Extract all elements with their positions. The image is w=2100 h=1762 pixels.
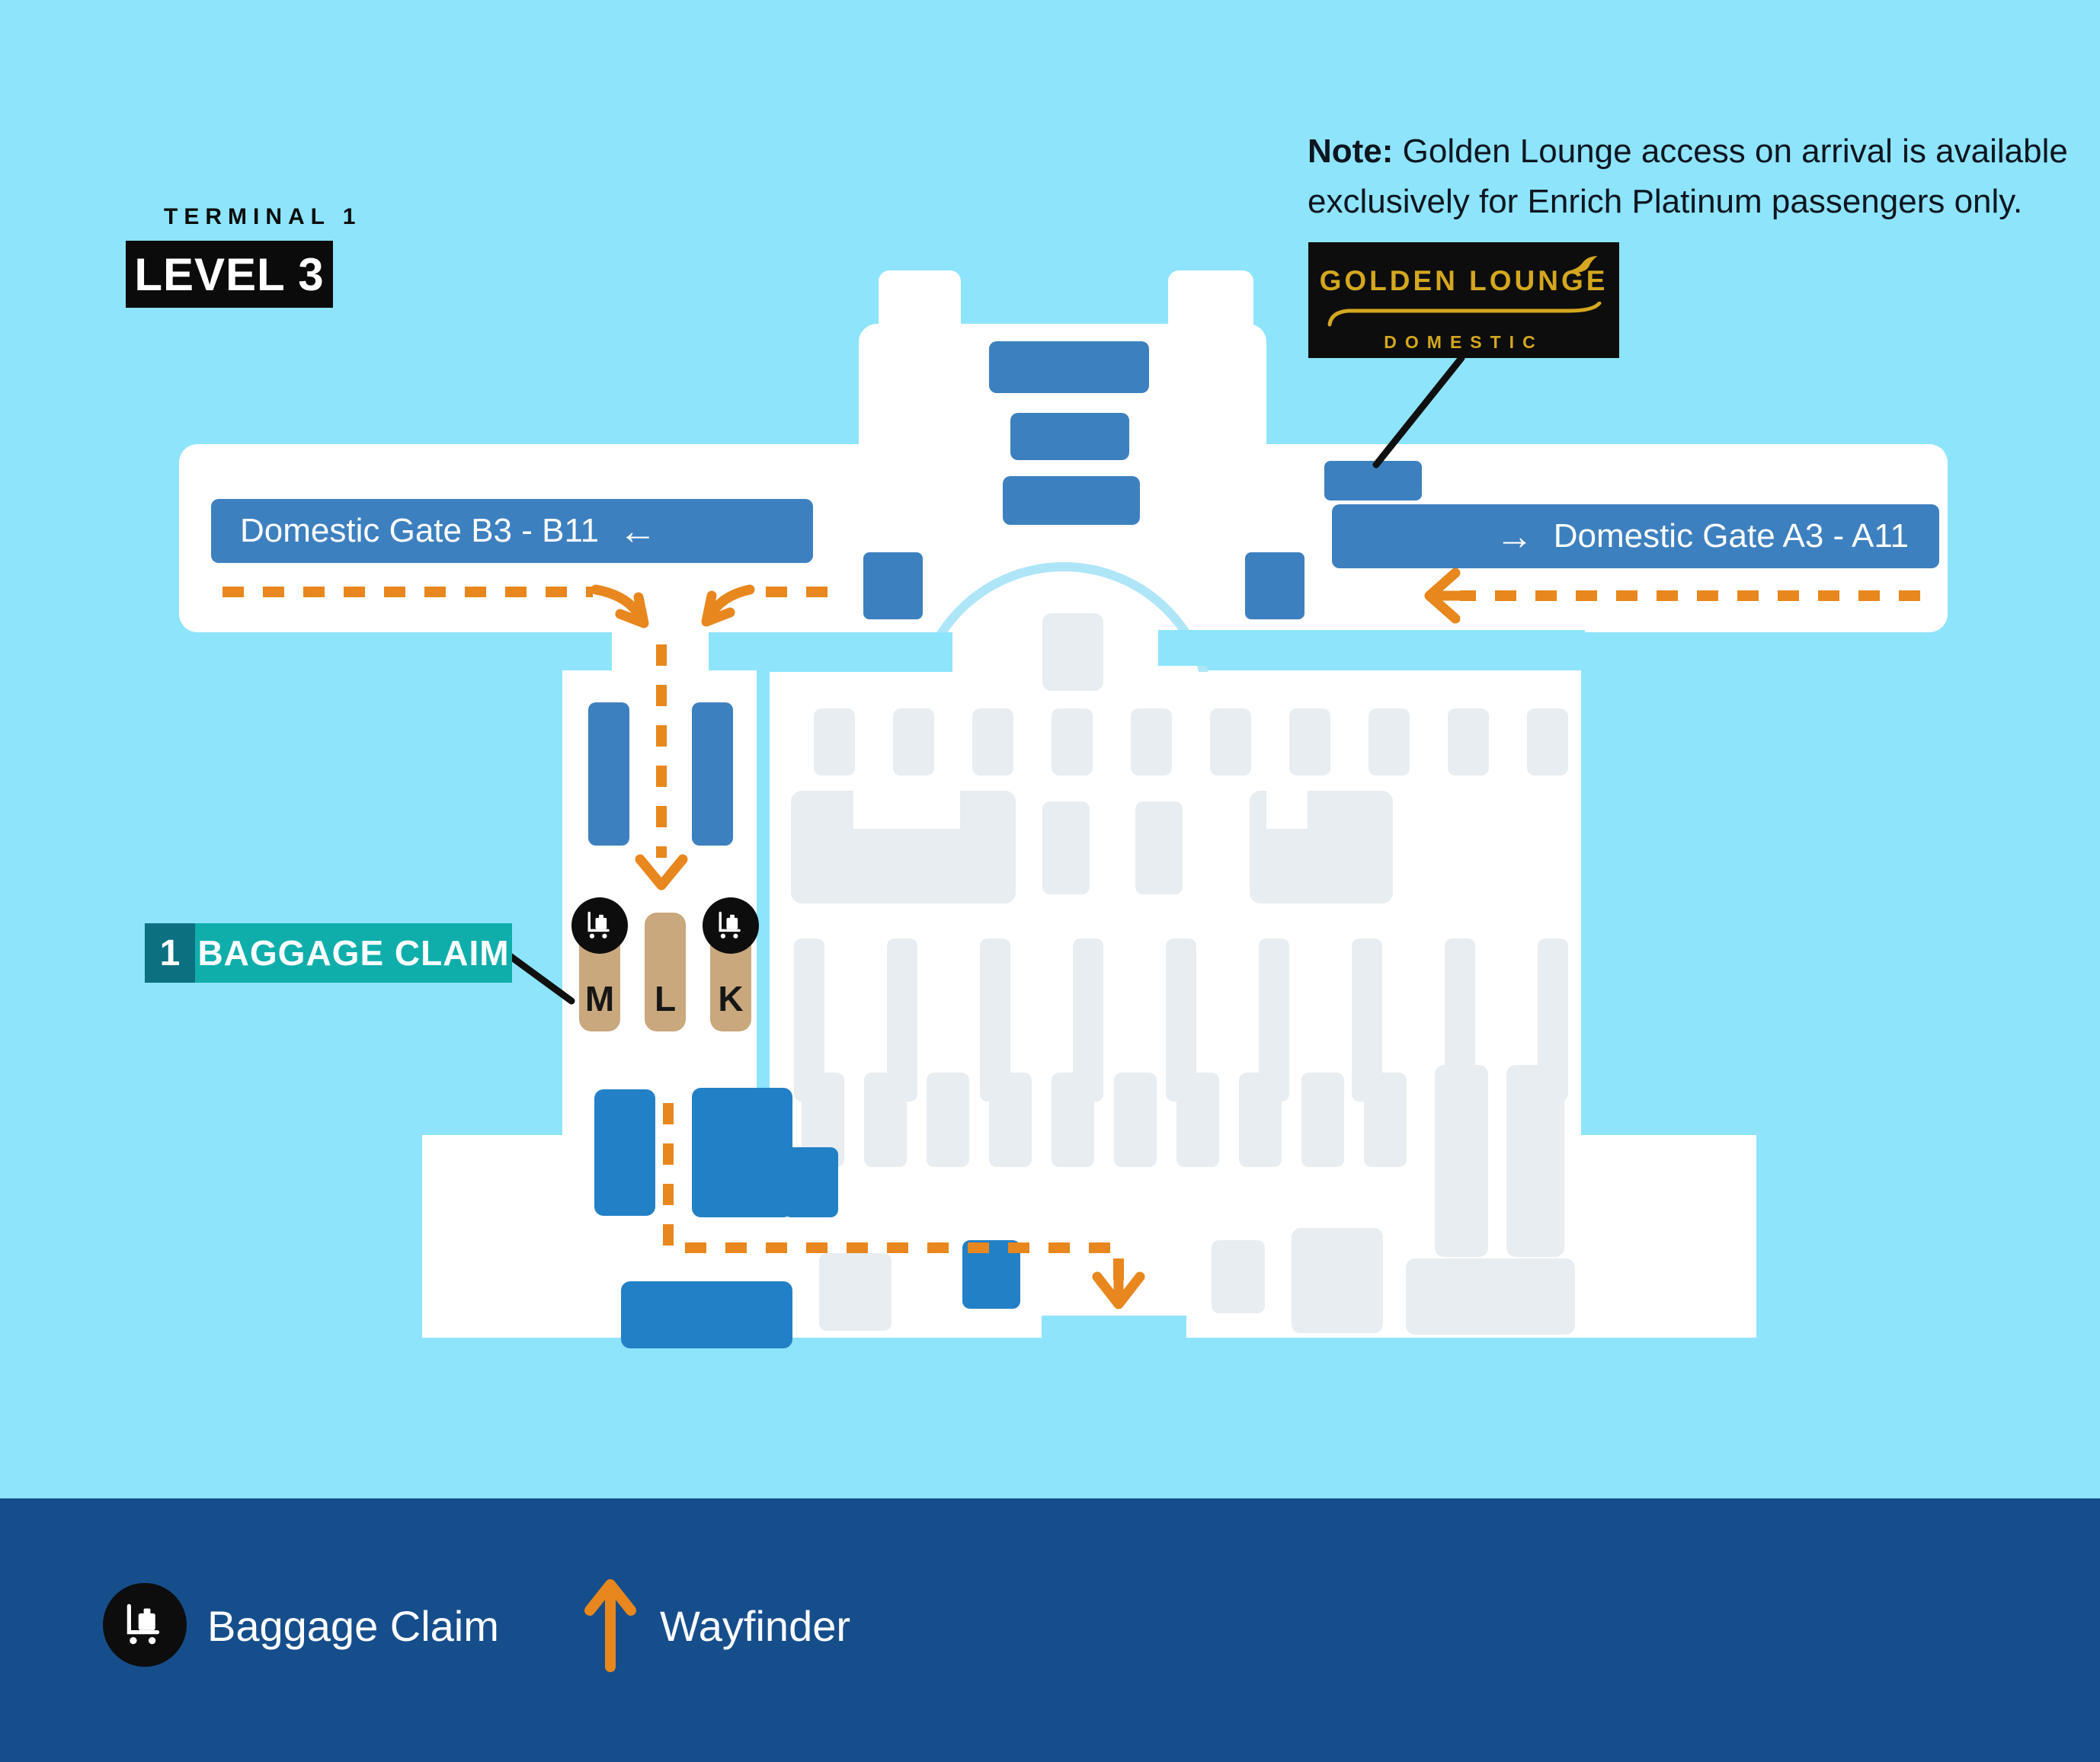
airline-bird-icon: [1567, 256, 1598, 273]
legend-baggage-badge: [103, 1583, 187, 1667]
arrivals-structure: [621, 1281, 792, 1348]
terminal-title: TERMINAL 1: [164, 204, 362, 229]
gate-a-text: Domestic Gate A3 - A11: [1553, 517, 1909, 555]
pier-structure: [1003, 476, 1140, 525]
corridor-escalator: [588, 702, 629, 846]
baggage-belt-l: L: [645, 913, 686, 1031]
left-arrow-icon: ←: [619, 510, 658, 552]
exit-doorway: [1042, 1316, 1186, 1338]
junction-escalator-right: [1245, 552, 1304, 619]
tall-partition: [1506, 1065, 1564, 1257]
rotunda-kiosk: [1042, 613, 1103, 691]
counter: [1052, 708, 1093, 775]
counter: [1369, 708, 1410, 775]
legend-wayfinder-label: Wayfinder: [660, 1602, 851, 1650]
facility-block: [1406, 1258, 1575, 1335]
counter: [1301, 1073, 1344, 1167]
right-arrow-icon: →: [1495, 515, 1534, 558]
gate-b-text: Domestic Gate B3 - B11: [240, 512, 600, 549]
facility-block: [819, 1253, 892, 1331]
junction-escalator-left: [863, 552, 923, 619]
baggage-cart-icon: [587, 911, 610, 939]
note-label: Note:: [1308, 133, 1394, 170]
counter: [972, 708, 1013, 775]
baggage-cart-badge: [703, 897, 759, 954]
facility-block: [1042, 801, 1090, 894]
golden-lounge-location: [1324, 461, 1422, 500]
facility-block: [1292, 1228, 1383, 1333]
swoosh-underline-icon: [1327, 302, 1602, 327]
facility-block: [1135, 801, 1183, 894]
counter: [814, 708, 855, 775]
rotunda-cover-right: [1158, 630, 1585, 666]
level-badge: LEVEL 3: [126, 241, 333, 308]
baggage-cart-icon: [719, 911, 741, 939]
note-body: Golden Lounge access on arrival is avail…: [1308, 133, 2068, 220]
corridor-escalator: [692, 702, 733, 846]
counter: [893, 708, 934, 775]
counter: [1239, 1073, 1282, 1167]
gate-b-label: Domestic Gate B3 - B11 ←: [211, 499, 813, 563]
baggage-cart-icon: [126, 1604, 160, 1645]
counter: [1364, 1073, 1407, 1167]
golden-lounge-title: GOLDEN LOUNGE: [1319, 265, 1609, 296]
facility-notch: [853, 791, 960, 829]
rotunda-cover-left: [757, 632, 952, 672]
belt-letter-l: L: [654, 979, 677, 1019]
baggage-claim-label: BAGGAGE CLAIM: [195, 923, 512, 983]
facility-block: [1212, 1240, 1265, 1313]
golden-lounge-subtitle: DOMESTIC: [1384, 332, 1544, 352]
legend-baggage-label: Baggage Claim: [207, 1602, 499, 1650]
golden-lounge-badge: GOLDEN LOUNGE DOMESTIC: [1308, 242, 1619, 358]
belt-letter-m: M: [584, 979, 615, 1019]
pier-structure: [1010, 413, 1129, 460]
counter: [927, 1073, 969, 1167]
counter: [1131, 708, 1172, 775]
counter: [1176, 1073, 1219, 1167]
arrivals-structure: [692, 1088, 792, 1217]
counter: [1052, 1073, 1094, 1167]
counter: [1210, 708, 1251, 775]
tall-partition: [1435, 1065, 1488, 1257]
counter: [1527, 708, 1568, 775]
baggage-claim-index: 1: [145, 923, 195, 983]
arrivals-structure: [962, 1240, 1020, 1309]
facility-notch: [1266, 791, 1308, 829]
baggage-cart-badge: [571, 897, 628, 954]
gate-a-label: → Domestic Gate A3 - A11: [1332, 504, 1939, 568]
counter: [1289, 708, 1330, 775]
arrivals-structure: [594, 1089, 655, 1216]
counter: [1114, 1073, 1157, 1167]
counter: [864, 1073, 907, 1167]
arrivals-structure: [783, 1147, 838, 1217]
counter: [1448, 708, 1489, 775]
counter: [989, 1073, 1032, 1167]
legend-bar: [0, 1498, 2100, 1762]
wayfinder-arrow-icon: [584, 1579, 636, 1672]
pier-structure: [989, 341, 1149, 393]
level-text: LEVEL 3: [134, 248, 325, 300]
note-text: Note: Golden Lounge access on arrival is…: [1308, 126, 2070, 227]
belt-letter-k: K: [718, 979, 744, 1019]
